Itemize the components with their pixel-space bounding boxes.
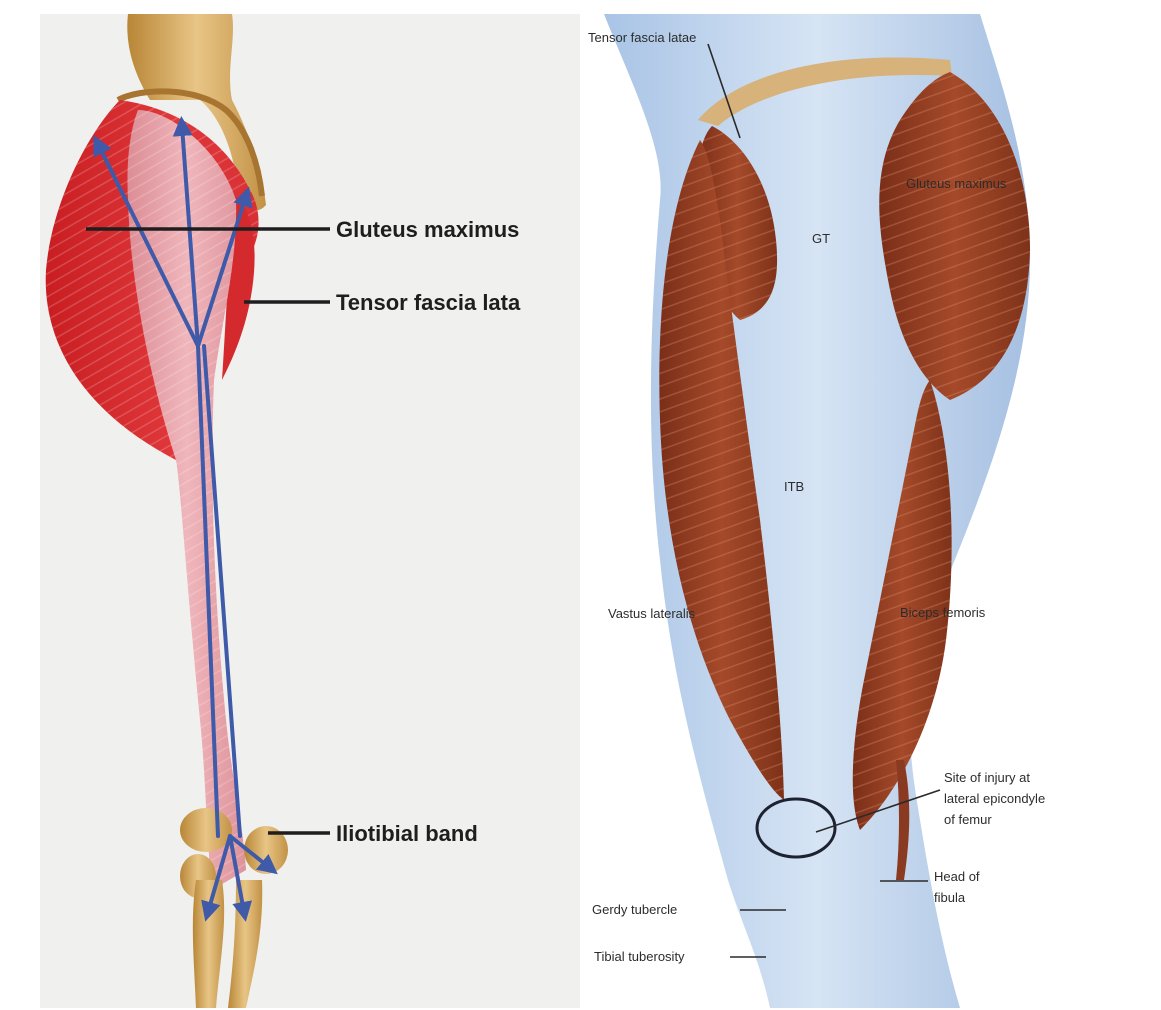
head-of-fibula-line-1: Head of [934, 869, 980, 884]
label-gluteus-maximus: Gluteus maximus [336, 217, 519, 242]
injury-site-line-2: lateral epicondyle [944, 791, 1045, 806]
label-gluteus-maximus-right: Gluteus maximus [906, 176, 1007, 191]
label-tensor-fascia-latae: Tensor fascia latae [588, 30, 696, 45]
label-vastus-lateralis: Vastus lateralis [608, 606, 696, 621]
injury-site-line-1: Site of injury at [944, 770, 1030, 785]
injury-site-line-3: of femur [944, 812, 992, 827]
label-tibial-tuberosity: Tibial tuberosity [594, 949, 685, 964]
left-panel: Gluteus maximus Tensor fascia lata Iliot… [40, 14, 580, 1008]
label-gerdy-tubercle: Gerdy tubercle [592, 902, 677, 917]
label-iliotibial-band: Iliotibial band [336, 821, 478, 846]
label-itb: ITB [784, 479, 804, 494]
right-panel: Tensor fascia latae Gluteus maximus GT I… [580, 14, 1161, 1008]
label-gt: GT [812, 231, 830, 246]
label-tensor-fascia-lata: Tensor fascia lata [336, 290, 521, 315]
head-of-fibula-line-2: fibula [934, 890, 966, 905]
label-biceps-femoris: Biceps femoris [900, 605, 986, 620]
